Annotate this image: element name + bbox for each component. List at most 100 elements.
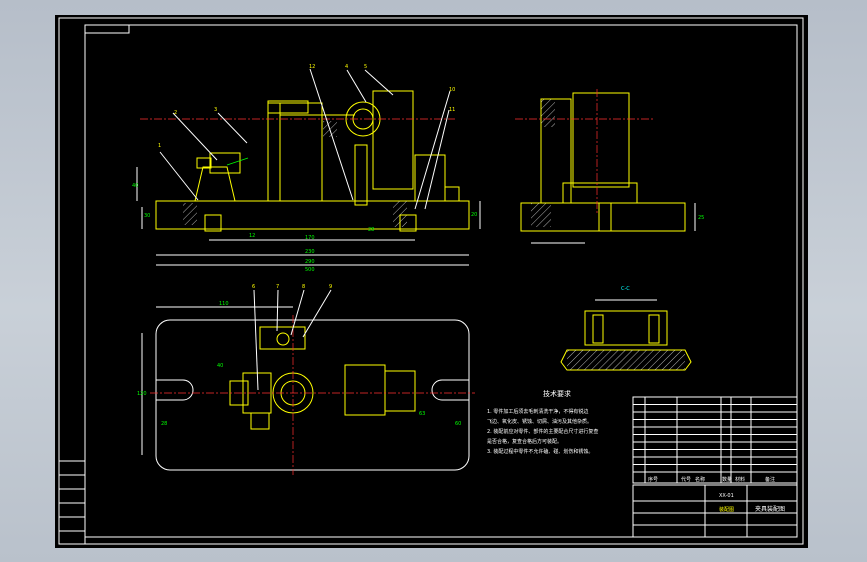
front-view bbox=[136, 68, 481, 266]
leader-6 bbox=[253, 289, 259, 391]
plan-top-block bbox=[259, 326, 306, 350]
leader-2 bbox=[172, 112, 218, 161]
section-view bbox=[560, 299, 692, 371]
tech-line-4: 是否合格，复查合格后方可装配。 bbox=[487, 438, 562, 445]
balloon-4: 4 bbox=[345, 64, 348, 70]
left-support bbox=[194, 166, 236, 202]
foot-left bbox=[204, 214, 222, 232]
plan-dim-text-120: 120 bbox=[137, 391, 147, 397]
leader-8 bbox=[290, 289, 305, 336]
leader-1 bbox=[159, 151, 199, 201]
v-post bbox=[354, 144, 368, 206]
balloon-2: 2 bbox=[174, 110, 177, 116]
balloon-3: 3 bbox=[214, 107, 217, 113]
revision-strip bbox=[58, 460, 86, 545]
sheet-outer-border bbox=[58, 17, 804, 545]
header-material: 材料 bbox=[735, 476, 745, 483]
hatch-left-block bbox=[183, 203, 197, 225]
leader-7 bbox=[276, 289, 279, 332]
plan-view bbox=[141, 306, 475, 475]
balloon-8: 8 bbox=[302, 284, 305, 290]
dim-text-30: 30 bbox=[144, 213, 150, 219]
balloon-11: 11 bbox=[449, 107, 455, 113]
header-name: 名称 bbox=[695, 476, 705, 483]
cad-model-viewport[interactable]: 40 170 230 290 12 28 20 30 500 2 3 1 12 … bbox=[55, 15, 808, 548]
base-plate bbox=[155, 200, 470, 230]
foot-right bbox=[399, 214, 417, 232]
title-block-frame bbox=[632, 484, 798, 538]
header-qty: 数量 bbox=[722, 476, 732, 483]
corner-code-box bbox=[84, 24, 130, 34]
plan-dim-text-110: 110 bbox=[219, 301, 229, 307]
balloon-5: 5 bbox=[364, 64, 367, 70]
side-hatch-left bbox=[531, 203, 551, 227]
header-code: 代号 bbox=[681, 476, 691, 483]
parts-list bbox=[632, 396, 798, 484]
leader-3 bbox=[217, 112, 248, 144]
plan-right-slide bbox=[344, 364, 386, 416]
clamp-screw-block bbox=[209, 152, 241, 174]
dim-text-12: 12 bbox=[249, 233, 255, 239]
dim-text-40: 40 bbox=[132, 183, 138, 189]
balloon-12: 12 bbox=[309, 64, 315, 70]
plan-top-hole bbox=[276, 332, 290, 346]
leader-9 bbox=[302, 289, 332, 338]
dim-text-28: 28 bbox=[368, 227, 374, 233]
plan-dim-text-28: 28 bbox=[161, 421, 167, 427]
balloon-7: 7 bbox=[276, 284, 279, 290]
leader-12 bbox=[309, 68, 354, 201]
side-dim-text: 25 bbox=[698, 215, 704, 221]
side-body bbox=[572, 92, 630, 188]
right-bracket bbox=[414, 154, 446, 202]
title-drawing-name: 装配图 bbox=[719, 506, 734, 513]
leader-10 bbox=[414, 90, 451, 210]
section-hatch bbox=[567, 350, 685, 370]
parts-rows bbox=[633, 404, 797, 473]
dim-text-230: 230 bbox=[305, 249, 315, 255]
dim-text-290: 290 bbox=[305, 259, 315, 265]
plan-right-clamp bbox=[384, 370, 416, 412]
mid-support bbox=[279, 102, 323, 202]
balloon-1: 1 bbox=[158, 143, 161, 149]
section-block bbox=[584, 310, 668, 346]
section-bolt-right bbox=[648, 314, 660, 344]
title-block bbox=[632, 484, 798, 538]
right-stud bbox=[444, 186, 460, 202]
side-hatch-top bbox=[541, 99, 555, 127]
tech-line-5: 3. 装配过程中零件不允许磕、碰、划伤和锈蚀。 bbox=[487, 448, 593, 455]
parts-list-frame bbox=[632, 396, 798, 484]
tech-title: 技术要求 bbox=[543, 389, 571, 398]
balloon-6: 6 bbox=[252, 284, 255, 290]
balloon-10: 10 bbox=[449, 87, 455, 93]
leader-4 bbox=[346, 69, 367, 103]
section-bolt-left bbox=[592, 314, 604, 344]
title-main: 夹具装配图 bbox=[755, 505, 785, 513]
section-title: C-C bbox=[621, 286, 630, 292]
drawing-canvas[interactable]: 40 170 230 290 12 28 20 30 500 2 3 1 12 … bbox=[55, 15, 808, 548]
sheet-inner-border bbox=[84, 24, 798, 538]
dim-text-20: 20 bbox=[471, 212, 477, 218]
plan-outline bbox=[155, 319, 470, 471]
tech-line-3: 2. 装配前应对零件、部件的主要配合尺寸进行复查 bbox=[487, 428, 598, 435]
side-post bbox=[598, 202, 612, 232]
tech-line-2: 飞边、氧化皮、锈蚀、切屑、油污及其他杂质。 bbox=[487, 418, 592, 425]
tech-line-1: 1. 零件加工后须去毛刺清洗干净，不得有锐边 bbox=[487, 408, 588, 415]
header-seq: 序号 bbox=[648, 476, 658, 483]
header-note: 备注 bbox=[765, 476, 775, 483]
side-support bbox=[562, 182, 638, 204]
dim-text-500: 500 bbox=[305, 267, 315, 273]
mid-column bbox=[267, 102, 281, 202]
side-view bbox=[515, 89, 696, 244]
plan-dim-text-63: 63 bbox=[419, 411, 425, 417]
plan-screw-lower bbox=[250, 412, 270, 430]
title-part-no: XX-01 bbox=[719, 493, 734, 499]
plan-dim-text-40: 40 bbox=[217, 363, 223, 369]
screw-spring bbox=[226, 157, 249, 166]
knob bbox=[196, 157, 212, 169]
plan-slot-left bbox=[156, 379, 194, 401]
leader-5 bbox=[364, 69, 394, 96]
right-block bbox=[372, 90, 414, 190]
balloon-9: 9 bbox=[329, 284, 332, 290]
side-left-column bbox=[540, 98, 572, 204]
hatch-right-block bbox=[393, 201, 407, 227]
